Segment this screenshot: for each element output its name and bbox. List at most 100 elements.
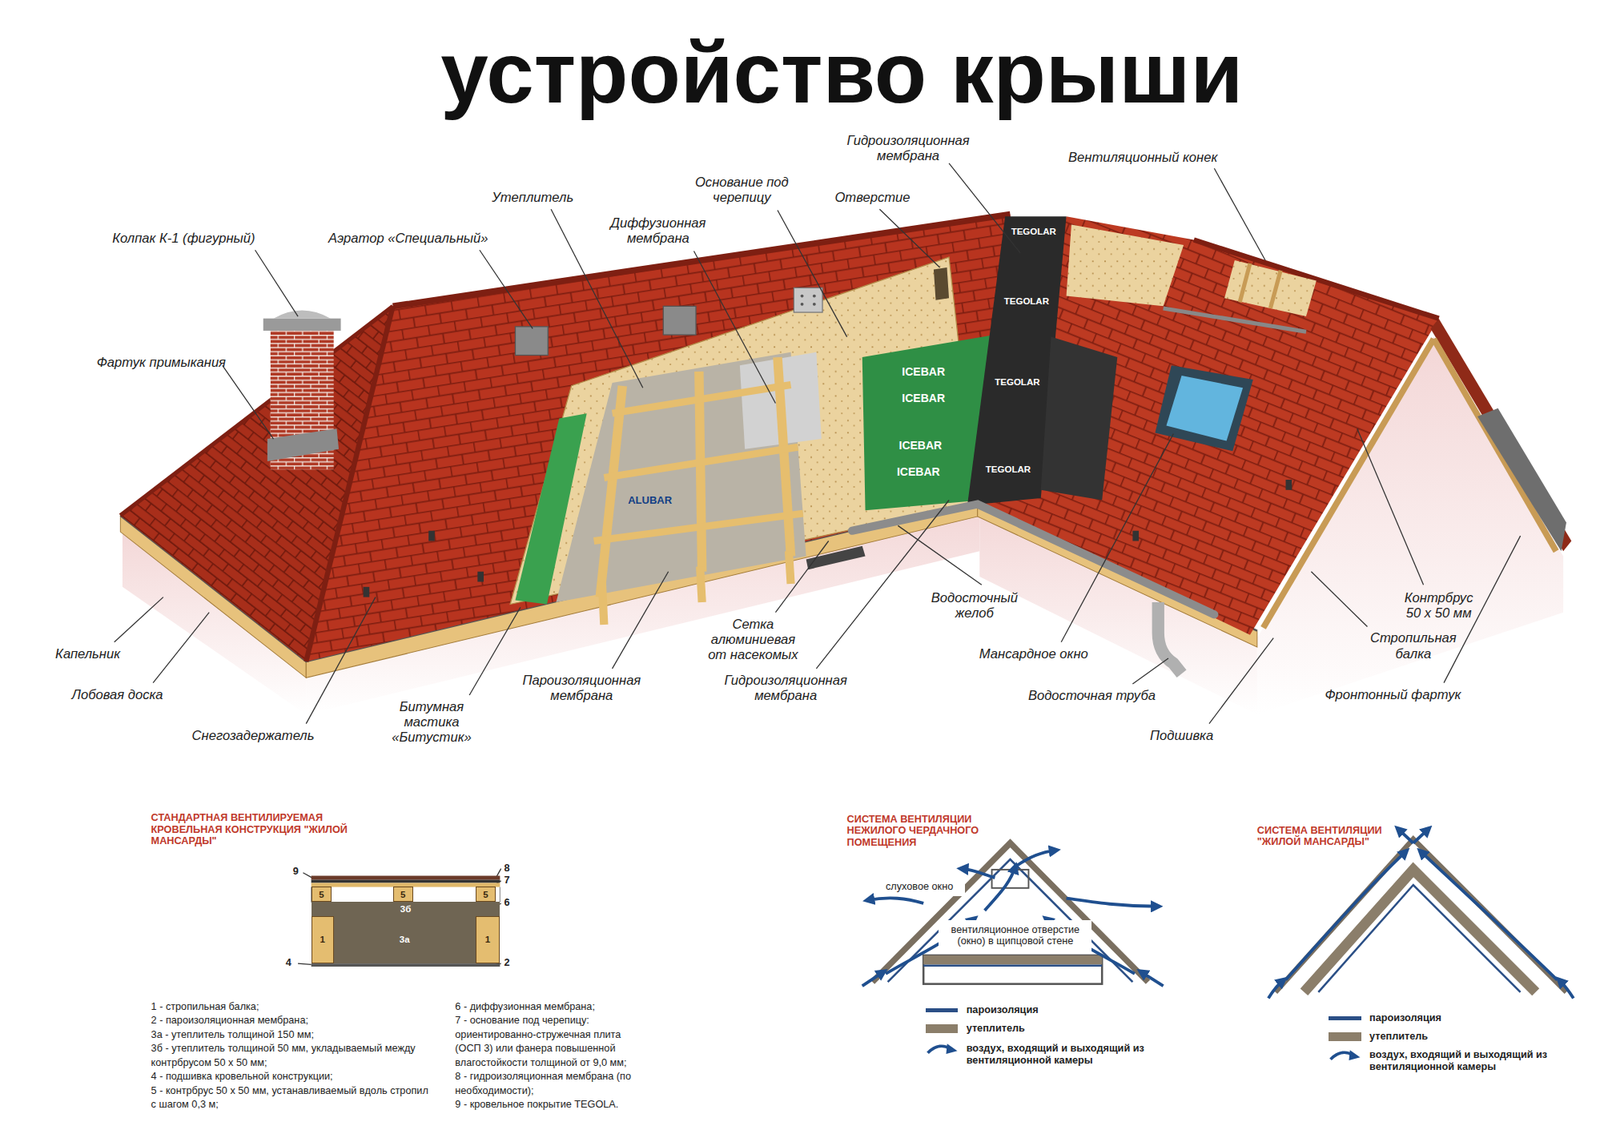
leader-line (1310, 571, 1367, 628)
legend-text: воздух, входящий и выходящий из вентиляц… (1369, 1049, 1556, 1073)
callout-label: Основание под черепицу (692, 174, 791, 206)
legend-list-item: 7 - основание под черепицу: ориентирован… (454, 1013, 648, 1070)
node-text: 5 (318, 889, 324, 901)
callout-label: Утеплитель (491, 189, 574, 206)
gable-trim (1433, 338, 1556, 551)
roof-cutaway (1066, 224, 1185, 306)
leader-line (297, 963, 312, 965)
roof-accessories (363, 586, 370, 598)
legend-row: пароизоляция (925, 1004, 1161, 1019)
callout-number: 6 (503, 896, 510, 909)
leader-line (114, 163, 1521, 965)
callout-label: Мансардное окно (979, 646, 1089, 662)
section-layers (311, 880, 501, 884)
roof-tiles (1430, 318, 1572, 552)
section-layers (311, 963, 501, 967)
attic-diagram (1066, 898, 1159, 907)
attic-diagram (862, 971, 885, 986)
mansard-diagram (1268, 980, 1284, 999)
section-layers (311, 876, 501, 881)
roof-cutaway (510, 216, 1317, 625)
brand-print: ICEBAR (896, 465, 941, 479)
gable-trim (1263, 338, 1435, 628)
brand-print: ICEBAR (901, 391, 945, 405)
leader-line (897, 525, 981, 585)
roof-tiles (1193, 240, 1440, 319)
layer-block: 3б (311, 901, 501, 917)
brand-print: ALUBAR (627, 494, 672, 507)
legend-list-item: 3а - утеплитель толщиной 150 мм; (151, 1028, 430, 1043)
leader-line (775, 540, 829, 612)
attic-diagram (984, 866, 1016, 911)
legend-swatch (1328, 1016, 1362, 1021)
roof-cutaway (1041, 337, 1118, 501)
leader-line (222, 365, 274, 439)
node-text: 3б (400, 904, 412, 915)
mansard-diagram (1413, 828, 1429, 844)
legend-text: воздух, входящий и выходящий из вентиляц… (966, 1042, 1153, 1066)
callout-number: 8 (503, 862, 510, 875)
brand-print: TEGOLAR (985, 464, 1031, 475)
roof-accessories (267, 428, 339, 462)
layer-block: 3а (333, 916, 476, 964)
leader-line (255, 249, 299, 317)
layer-block: 5 (393, 886, 414, 902)
callout-number: 2 (503, 956, 510, 969)
leader-line (612, 571, 669, 669)
mansard-diagram (1303, 869, 1536, 993)
roof-cutaway (599, 385, 623, 598)
callout-label: Пароизоляционная мембрана (514, 672, 648, 704)
roof-accessories (428, 530, 435, 542)
roof-tiles (120, 305, 393, 515)
layer-block: 5 (475, 886, 496, 902)
leader-line (305, 597, 376, 724)
layer-block: 1 (475, 916, 501, 964)
roof-accessories (514, 326, 548, 356)
roof-cutaway (594, 513, 804, 541)
legend-text: утеплитель (966, 1022, 1153, 1035)
roof-tiles (120, 214, 1572, 662)
node-text: 5 (482, 889, 488, 901)
leader-line (479, 249, 533, 329)
roof-cutaway (1224, 260, 1317, 317)
mansard-diagram (1559, 980, 1574, 999)
air-arrow-symbol (945, 1044, 957, 1055)
gable-trim (1263, 338, 1567, 628)
roof-cutaway (788, 550, 792, 584)
callout-label: Сетка алюминиевая от насекомых (704, 616, 802, 663)
brand-print: TEGOLAR (1004, 296, 1050, 307)
callout-label: Гидроизоляционная мембрана (832, 132, 985, 164)
legend-row: воздух, входящий и выходящий из вентиляц… (1328, 1049, 1564, 1064)
layer-block: 5 (311, 886, 332, 902)
callout-label: Водосточный желоб (927, 590, 1022, 621)
legend-swatch (925, 1008, 959, 1013)
brand-print: TEGOLAR (1011, 226, 1057, 238)
leader-line (1061, 434, 1174, 643)
mansard-diagram (1398, 828, 1414, 844)
legend-swatch (925, 1024, 959, 1034)
attic-diagram (862, 850, 1164, 987)
roof-cutaway (1239, 263, 1251, 302)
roof-cutaway (602, 581, 605, 625)
callout-label: Вентиляционный конек (1068, 149, 1218, 165)
roof-accessories (1165, 375, 1243, 442)
legend-row: утеплитель (925, 1022, 1161, 1038)
mansard-diagram (1268, 828, 1574, 999)
legend-list-item: 3б - утеплитель толщиной 50 мм, укладыва… (151, 1041, 430, 1070)
roof-cutaway (603, 446, 798, 478)
title: устройство крыши (440, 26, 1243, 121)
roof-cutaway (514, 413, 587, 604)
callout-label: Фартук примыкания (96, 354, 226, 370)
attic-diagram (862, 843, 1164, 986)
attic-diagram (888, 859, 1134, 982)
section-heading: СИСТЕМА ВЕНТИЛЯЦИИ "ЖИЛОЙ МАНСАРДЫ" (1257, 824, 1392, 849)
roof-cutaway (612, 384, 792, 414)
attic-diagram (923, 964, 1102, 967)
callout-label: Отверстие (834, 189, 910, 206)
leader-line (948, 163, 1021, 254)
leader-line (1214, 168, 1266, 261)
attic-diagram (923, 955, 1102, 985)
callout-label: Битумная мастика «Битустик» (384, 699, 479, 745)
roof-cutaway (806, 546, 866, 570)
legend-row: воздух, входящий и выходящий из вентиляц… (925, 1042, 1161, 1058)
